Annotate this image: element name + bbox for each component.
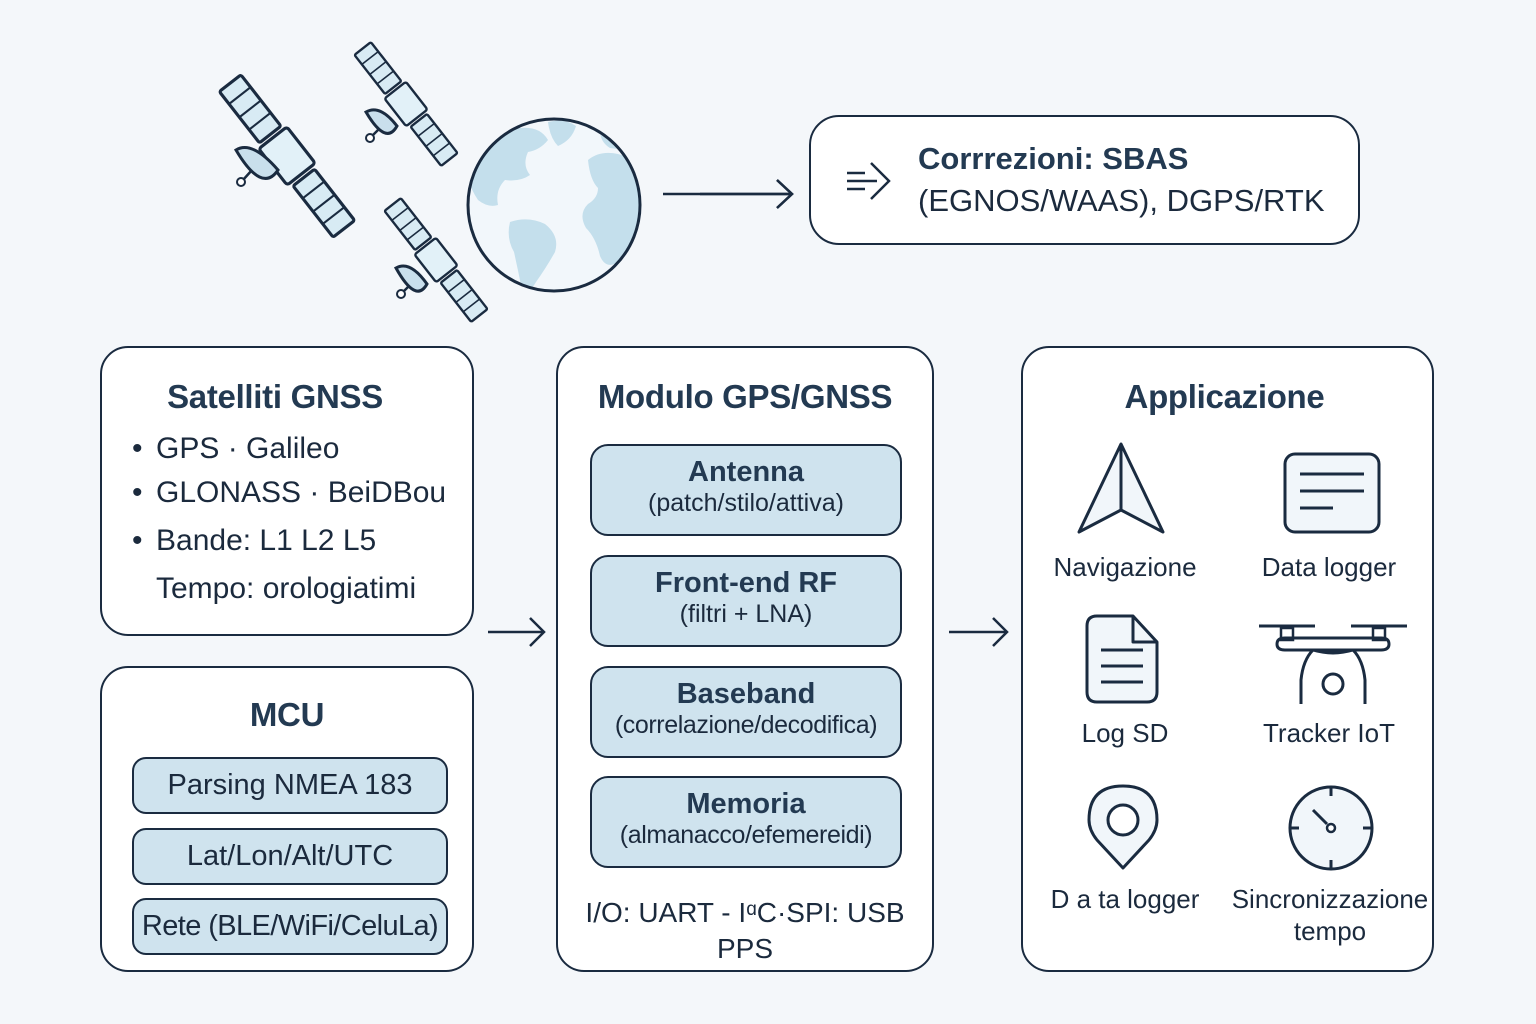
app-label: Tracker IoT <box>1263 718 1395 748</box>
application-box: Applicazione Navigazione Data logger <box>1021 346 1434 972</box>
module-io-pps: PPS <box>716 933 774 964</box>
app-item-tracker-iot: Tracker IoT <box>1227 610 1431 750</box>
module-io-interfaces: I/O: UART - IᵅC·SPI: USB <box>585 897 905 928</box>
module-block-rf-frontend: Front-end RF (filtri + LNA) <box>590 555 902 647</box>
gnss-line: Tempo: orologiatimi <box>156 572 417 605</box>
mcu-box: MCU Parsing NMEA 183 Lat/Lon/Alt/UTC Ret… <box>100 666 474 972</box>
module-block-antenna: Antenna (patch/stilo/attiva) <box>590 444 902 536</box>
navigation-arrow-icon <box>1075 440 1167 536</box>
gps-module-box: Modulo GPS/GNSS Antenna (patch/stilo/att… <box>556 346 934 972</box>
app-item-navigation: Navigazione <box>1023 438 1227 588</box>
satellite-dish-icon <box>363 108 399 143</box>
app-label: Sincronizzazione <box>1231 884 1429 914</box>
corrections-box: Corrrezioni: SBAS (EGNOS/WAAS), DGPS/RTK <box>809 115 1360 245</box>
mcu-block-network: Rete (BLE/WiFi/CeluLa) <box>132 898 448 955</box>
satellite-icon <box>214 70 360 242</box>
gnss-satellites-box: Satelliti GNSS •GPS · Galileo •GLONASS ·… <box>100 346 474 636</box>
app-item-data-logger-location: D a ta logger <box>1023 780 1227 920</box>
module-box-title: Modulo GPS/GNSS <box>597 378 893 415</box>
location-pin-icon <box>1087 784 1159 872</box>
satellite-illustration <box>0 0 794 340</box>
arrow-globe-to-corrections <box>700 179 800 210</box>
app-label: D a ta logger <box>1050 884 1200 914</box>
module-block-baseband: Baseband (correlazione/decodifica) <box>590 666 902 758</box>
arrow-right-lines-icon <box>845 161 895 201</box>
gnss-line: •GPS · Galileo <box>132 432 340 465</box>
arrow-right-icon <box>486 615 548 649</box>
app-item-time-sync: Sincronizzazione tempo <box>1227 780 1433 950</box>
gnss-box-title: Satelliti GNSS <box>167 378 383 415</box>
mcu-box-title: MCU <box>249 696 325 733</box>
application-box-title: Applicazione <box>1124 378 1325 415</box>
document-icon <box>1085 614 1161 704</box>
satellite-icon <box>350 38 462 170</box>
arrow-right-icon <box>947 615 1011 649</box>
satellite-dish-icon <box>393 264 429 299</box>
clock-icon <box>1287 784 1375 872</box>
module-block-memory: Memoria (almanacco/efemereidi) <box>590 776 902 868</box>
globe-icon <box>466 117 642 293</box>
corrections-title: Corrrezioni: SBAS <box>918 141 1189 176</box>
gnss-line: •GLONASS · BeiDBou <box>132 476 447 509</box>
satellite-dish-icon <box>233 146 280 187</box>
mcu-block-position: Lat/Lon/Alt/UTC <box>132 828 448 885</box>
corrections-detail: (EGNOS/WAAS), DGPS/RTK <box>918 183 1325 218</box>
app-label: Data logger <box>1261 552 1397 582</box>
app-label: Navigazione <box>1053 552 1197 582</box>
app-item-data-logger: Data logger <box>1227 438 1431 588</box>
app-item-log-sd: Log SD <box>1023 610 1227 750</box>
drone-icon <box>1257 620 1409 712</box>
app-label: tempo <box>1293 916 1367 946</box>
data-logger-card-icon <box>1283 452 1383 534</box>
gnss-line: •Bande: L1 L2 L5 <box>132 524 377 557</box>
mcu-block-parsing: Parsing NMEA 183 <box>132 757 448 814</box>
app-label: Log SD <box>1081 718 1169 748</box>
